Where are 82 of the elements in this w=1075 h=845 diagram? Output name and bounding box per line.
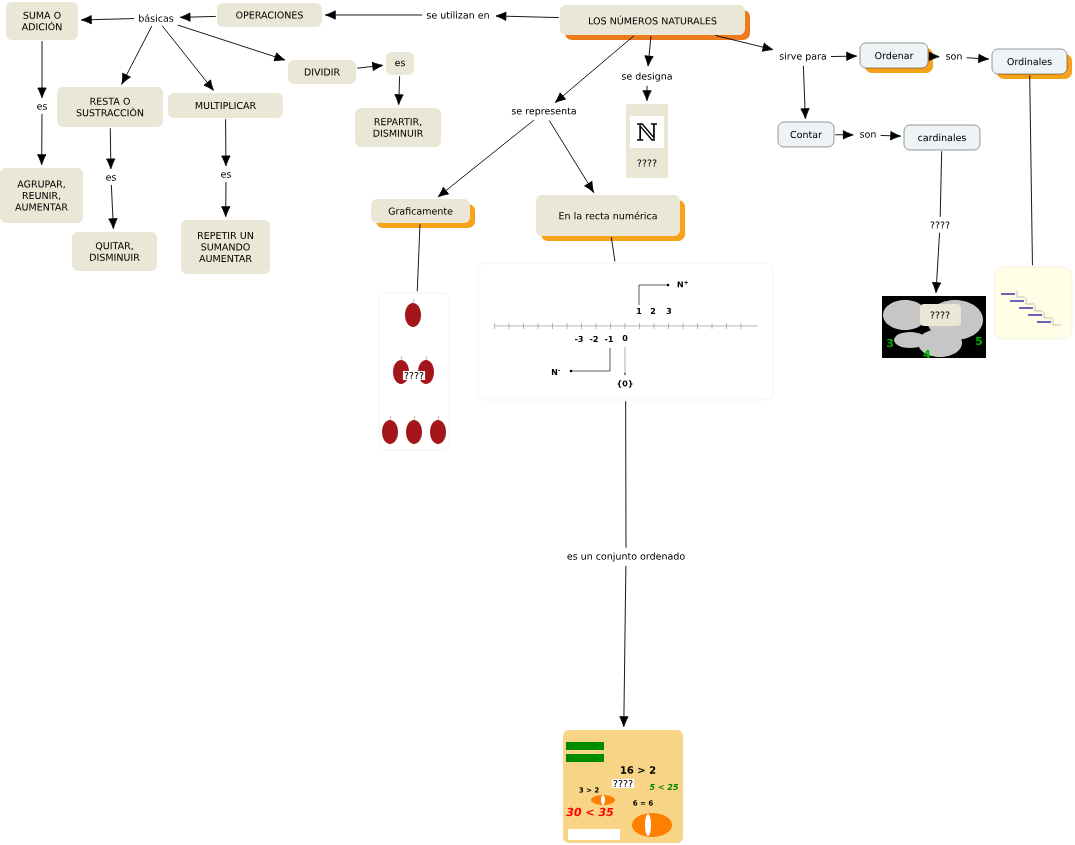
concept-box: LOS NÚMEROS NATURALES (560, 5, 750, 40)
arrow (324, 10, 423, 20)
linking-phrase: ???? (926, 218, 954, 232)
arrow (642, 85, 652, 102)
arrow (108, 184, 118, 230)
concept-box: es (386, 52, 414, 75)
table-picture (993, 266, 1073, 340)
concept-box: AGRUPAR, REUNIR, AUMENTAR (0, 168, 83, 223)
tick-label: 2 (650, 308, 656, 314)
arrow (554, 35, 635, 103)
inequality-text: 16 > 2 (621, 766, 656, 774)
concept-box: Graficamente (371, 199, 475, 228)
arrow (548, 119, 594, 193)
linking-phrase: es (217, 169, 235, 181)
arrow (37, 40, 47, 99)
concept-box: DIVIDIR (288, 60, 356, 84)
linking-phrase: son (856, 129, 880, 141)
number-line-picture (477, 262, 774, 401)
arrow (106, 127, 116, 170)
tick-label: 1 (637, 308, 642, 314)
inequality-text: 5 < 25 (649, 783, 679, 790)
concept-box: Contar (777, 121, 835, 148)
arrow (177, 24, 286, 62)
arrow (356, 61, 384, 72)
linking-phrase: se representa (508, 104, 580, 120)
concept-box: REPETIR UN SUMANDO AUMENTAR (181, 220, 270, 274)
tick-label: -1 (605, 336, 613, 342)
linking-phrase: básicas (135, 11, 177, 25)
connector-line (625, 400, 627, 549)
concept-box: cardinales (903, 124, 981, 151)
arrow (880, 131, 902, 141)
arrow (179, 12, 217, 22)
arrow (37, 113, 47, 166)
set-label: {0} (617, 380, 633, 388)
arrow (80, 15, 135, 25)
linking-phrase: son (942, 51, 966, 63)
axis-label: N$^{-}$ (551, 369, 561, 375)
connector-line (416, 223, 421, 292)
linking-phrase: es (102, 172, 120, 184)
inequality-text: 30 < 35 (566, 807, 614, 817)
concept-box: Ordinales (991, 48, 1072, 79)
letter-symbol: ℕ (637, 123, 657, 141)
concept-box: QUITAR, DISMINUIR (72, 232, 157, 271)
arrow (394, 75, 404, 106)
arrow (437, 119, 535, 198)
connector-line (1029, 74, 1033, 266)
coin-number: 5 (976, 336, 983, 346)
apples-picture: ???? (378, 292, 450, 451)
concept-box: Ordenar (859, 42, 933, 73)
arrow (221, 181, 231, 218)
concept-box: RESTA O SUSTRACCIÒN (57, 87, 163, 127)
arrow (928, 51, 940, 61)
linking-phrase: se designa (618, 69, 676, 85)
concept-box: OPERACIONES (217, 3, 322, 27)
arrow (966, 53, 990, 64)
arrow (221, 118, 231, 167)
arrow (644, 35, 654, 67)
arrow (800, 65, 810, 120)
tick-label: -3 (575, 335, 583, 342)
linking-phrase: es un conjunto ordenado (563, 549, 689, 565)
linking-phrase: sirve para (776, 49, 830, 65)
axis-label: N$^{+}$ (677, 280, 688, 288)
linking-phrase: es (33, 101, 51, 113)
coin-number: 3 (886, 338, 893, 348)
arrow (619, 565, 629, 728)
connector-line (939, 150, 943, 218)
arrow (834, 130, 854, 140)
arrow (830, 51, 858, 61)
tick-label: -2 (590, 336, 598, 342)
arrow (932, 232, 942, 294)
arrow (121, 25, 153, 85)
concept-box: SUMA O ADICIÓN (6, 2, 78, 40)
linking-phrase: se utilizan en (423, 8, 493, 22)
tick-label: 3 (666, 307, 672, 314)
concept-box: MULTIPLICAR (168, 93, 283, 118)
tick-label: 0 (622, 334, 628, 341)
arrow (495, 11, 560, 21)
arrow (714, 35, 774, 52)
arrow (161, 25, 214, 91)
concept-box: REPARTIR, DISMINUIR (355, 108, 441, 147)
concept-box: En la recta numérica (536, 195, 685, 241)
connector-line (610, 236, 616, 262)
